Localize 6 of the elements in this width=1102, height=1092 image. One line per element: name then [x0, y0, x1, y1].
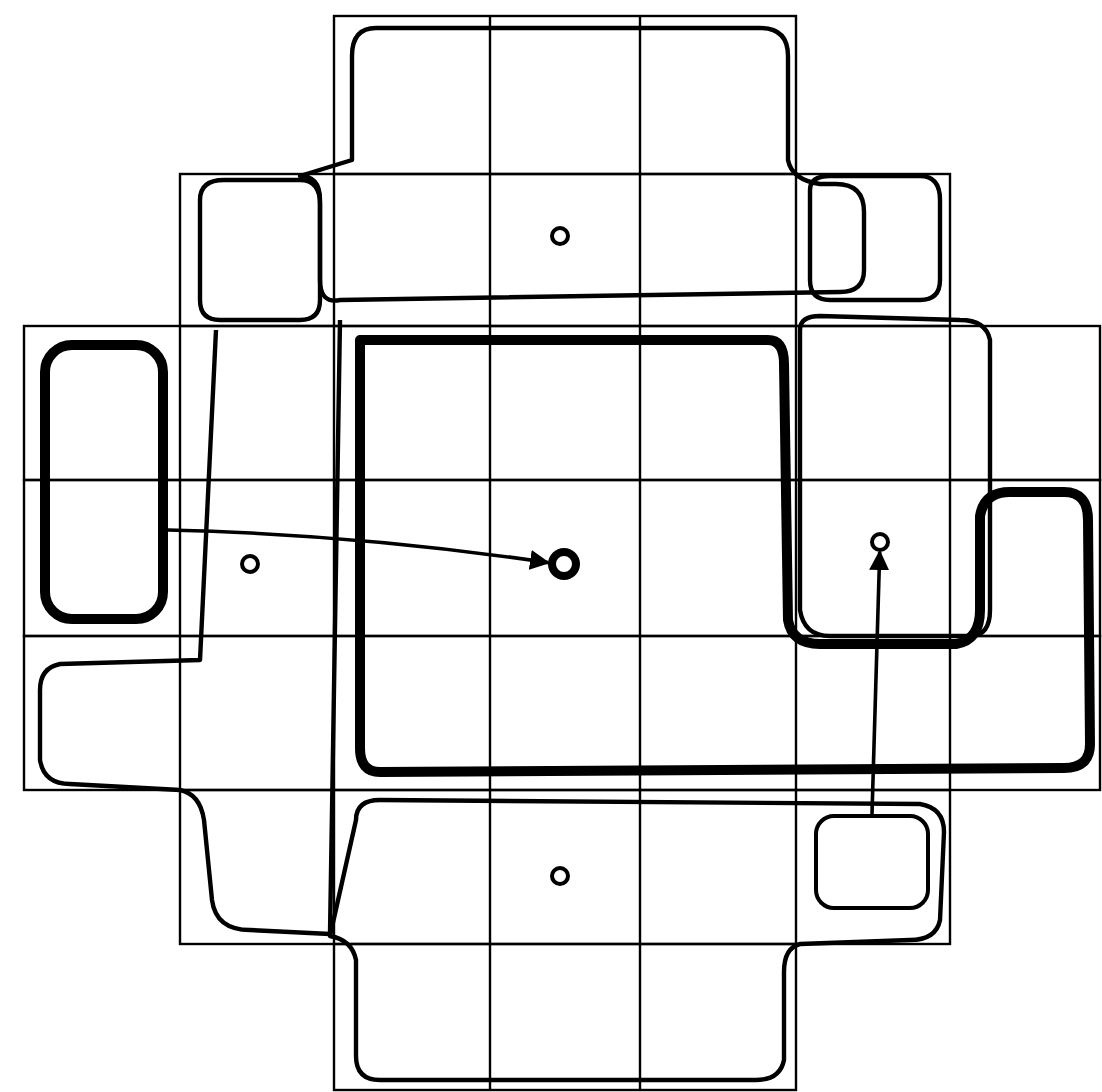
arrow [167, 528, 551, 570]
arrow [869, 550, 890, 815]
center-dot [548, 548, 580, 580]
small-dot [870, 532, 890, 552]
small-rounded-region [814, 814, 930, 910]
rounded-region [40, 340, 168, 624]
